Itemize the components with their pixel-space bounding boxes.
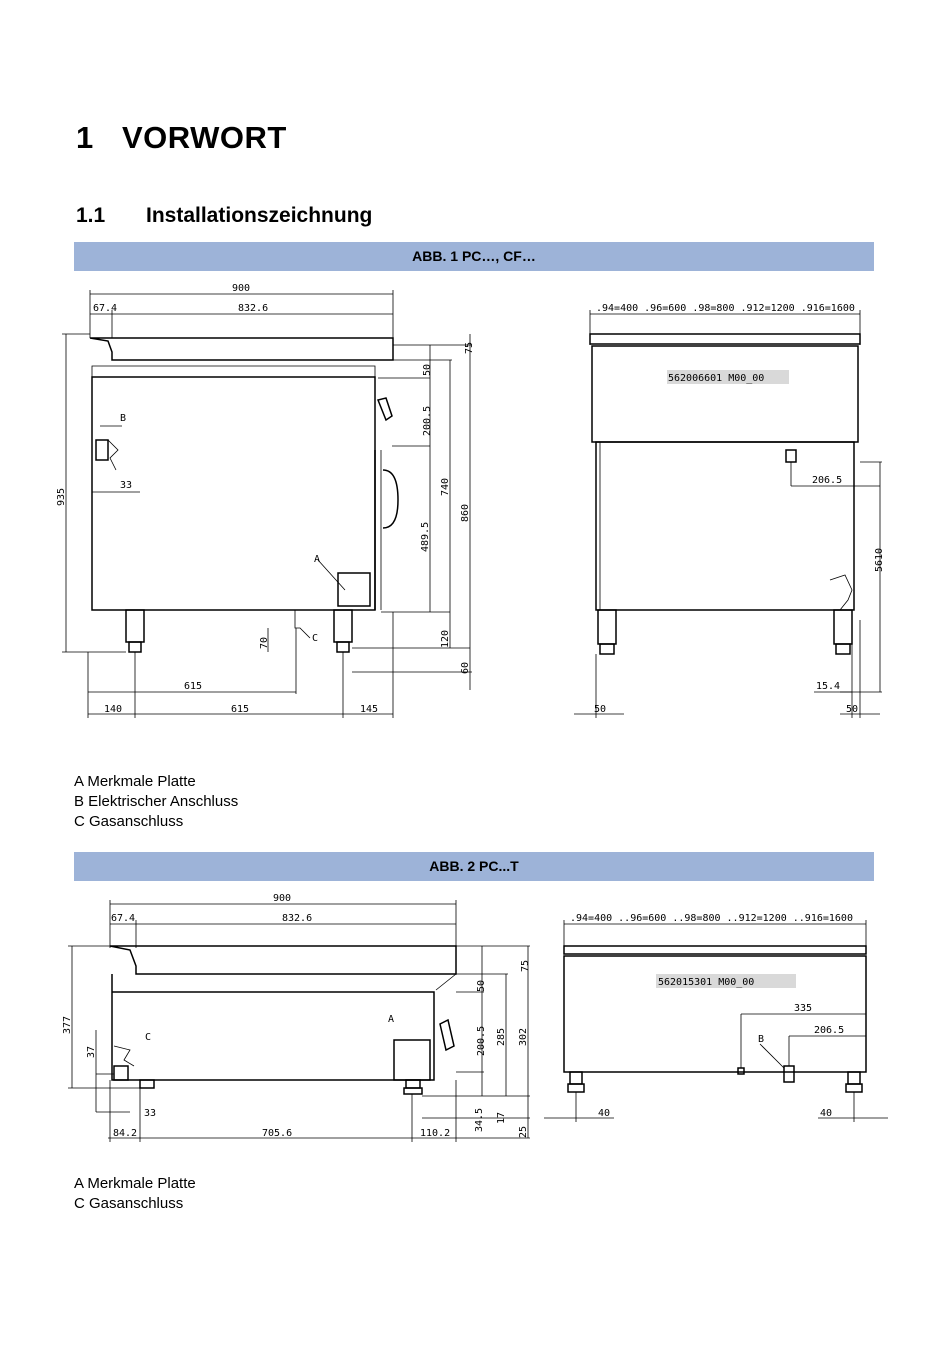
- fig2-dim-900: 900: [273, 893, 291, 904]
- fig1-dim-740: 740: [440, 478, 451, 496]
- fig1-dim-5610: 5610: [874, 548, 885, 572]
- fig1-side-view: 900 67.4 832.6 75 50 200.5 740 860 489.5…: [56, 283, 475, 718]
- fig1-dim-615b: 615: [231, 704, 249, 715]
- fig1-front-view: .94=400 .96=600 .98=800 .912=1200 .916=1…: [574, 303, 885, 718]
- fig2-dim-200: 200.5: [476, 1026, 487, 1056]
- section-title: VORWORT: [122, 120, 287, 155]
- fig2-dim-705: 705.6: [262, 1128, 292, 1139]
- fig1-dim-60: 60: [460, 662, 471, 674]
- fig1-dim-67: 67.4: [93, 303, 117, 314]
- figure1-legend: A Merkmale Platte B Elektrischer Anschlu…: [74, 772, 238, 832]
- legend-item-b: B Elektrischer Anschluss: [74, 793, 239, 810]
- fig2-dim-302: 302: [518, 1028, 529, 1046]
- fig2-dim-37: 37: [86, 1046, 97, 1058]
- fig1-dim-145: 145: [360, 704, 378, 715]
- legend-item-c: C Gasanschluss: [74, 813, 184, 830]
- fig1-dim-935: 935: [56, 488, 67, 506]
- figure2-legend: A Merkmale Platte C Gasanschluss: [74, 1174, 196, 1214]
- fig2-dim-206: 206.5: [814, 1025, 844, 1036]
- section-number: 1: [76, 120, 94, 155]
- fig2-dim-75: 75: [520, 960, 531, 972]
- fig1-label-a: A: [314, 554, 320, 565]
- fig2-dim-84: 84.2: [113, 1128, 137, 1139]
- fig2-label-b: B: [758, 1034, 764, 1045]
- section-heading: 1 VORWORT: [76, 120, 287, 156]
- legend-item-c: C Gasanschluss: [74, 1195, 184, 1212]
- fig1-dim-832: 832.6: [238, 303, 268, 314]
- fig2-dim-377: 377: [62, 1016, 73, 1034]
- fig1-label-c: C: [312, 633, 318, 644]
- fig2-dim-25: 25: [518, 1126, 529, 1138]
- fig1-dim-120: 120: [440, 630, 451, 648]
- fig1-dim-33: 33: [120, 480, 132, 491]
- fig2-dim-832: 832.6: [282, 913, 312, 924]
- fig1-dim-200: 200.5: [422, 406, 433, 436]
- fig2-widths: .94=400 ..96=600 ..98=800 ..912=1200 ..9…: [570, 913, 853, 924]
- fig2-part-number: 562015301 M00_00: [658, 977, 754, 988]
- fig1-dim-50-left: 50: [594, 704, 606, 715]
- fig2-dim-285: 285: [496, 1028, 507, 1046]
- fig1-dim-206: 206.5: [812, 475, 842, 486]
- fig1-dim-489: 489.5: [420, 522, 431, 552]
- fig2-label-a: A: [388, 1014, 394, 1025]
- fig2-dim-67: 67.4: [111, 913, 135, 924]
- fig2-dim-110: 110.2: [420, 1128, 450, 1139]
- fig2-dim-40-left: 40: [598, 1108, 610, 1119]
- fig2-side-view: 900 67.4 832.6 75 50 200.5 285 302 377 3…: [62, 893, 531, 1142]
- fig1-label-b: B: [120, 413, 126, 424]
- figure2-caption-bar: ABB. 2 PC...T: [74, 852, 874, 881]
- subsection-heading: 1.1 Installationszeichnung: [76, 204, 372, 228]
- fig1-dim-154: 15.4: [816, 681, 840, 692]
- fig1-dim-50: 50: [422, 364, 433, 376]
- fig2-dim-50: 50: [476, 980, 487, 992]
- fig1-dim-615a: 615: [184, 681, 202, 692]
- fig2-dim-335: 335: [794, 1003, 812, 1014]
- fig2-front-view: .94=400 ..96=600 ..98=800 ..912=1200 ..9…: [544, 913, 888, 1122]
- fig2-dim-17: 17: [496, 1112, 507, 1124]
- fig1-dim-860: 860: [460, 504, 471, 522]
- fig1-dim-900: 900: [232, 283, 250, 294]
- fig1-part-number: 562006601 M00_00: [668, 373, 764, 384]
- figure1-caption-bar: ABB. 1 PC…, CF…: [74, 242, 874, 271]
- fig1-dim-70: 70: [259, 637, 270, 649]
- fig2-label-c: C: [145, 1032, 151, 1043]
- fig1-dim-140: 140: [104, 704, 122, 715]
- fig2-dim-40-right: 40: [820, 1108, 832, 1119]
- subsection-number: 1.1: [76, 204, 106, 227]
- legend-item-a: A Merkmale Platte: [74, 1175, 196, 1192]
- legend-item-a: A Merkmale Platte: [74, 773, 196, 790]
- fig2-dim-33: 33: [144, 1108, 156, 1119]
- fig2-dim-345: 34.5: [474, 1108, 485, 1132]
- fig1-widths: .94=400 .96=600 .98=800 .912=1200 .916=1…: [596, 303, 855, 314]
- fig1-dim-75: 75: [464, 342, 475, 354]
- subsection-title: Installationszeichnung: [146, 204, 373, 227]
- fig1-dim-50-right: 50: [846, 704, 858, 715]
